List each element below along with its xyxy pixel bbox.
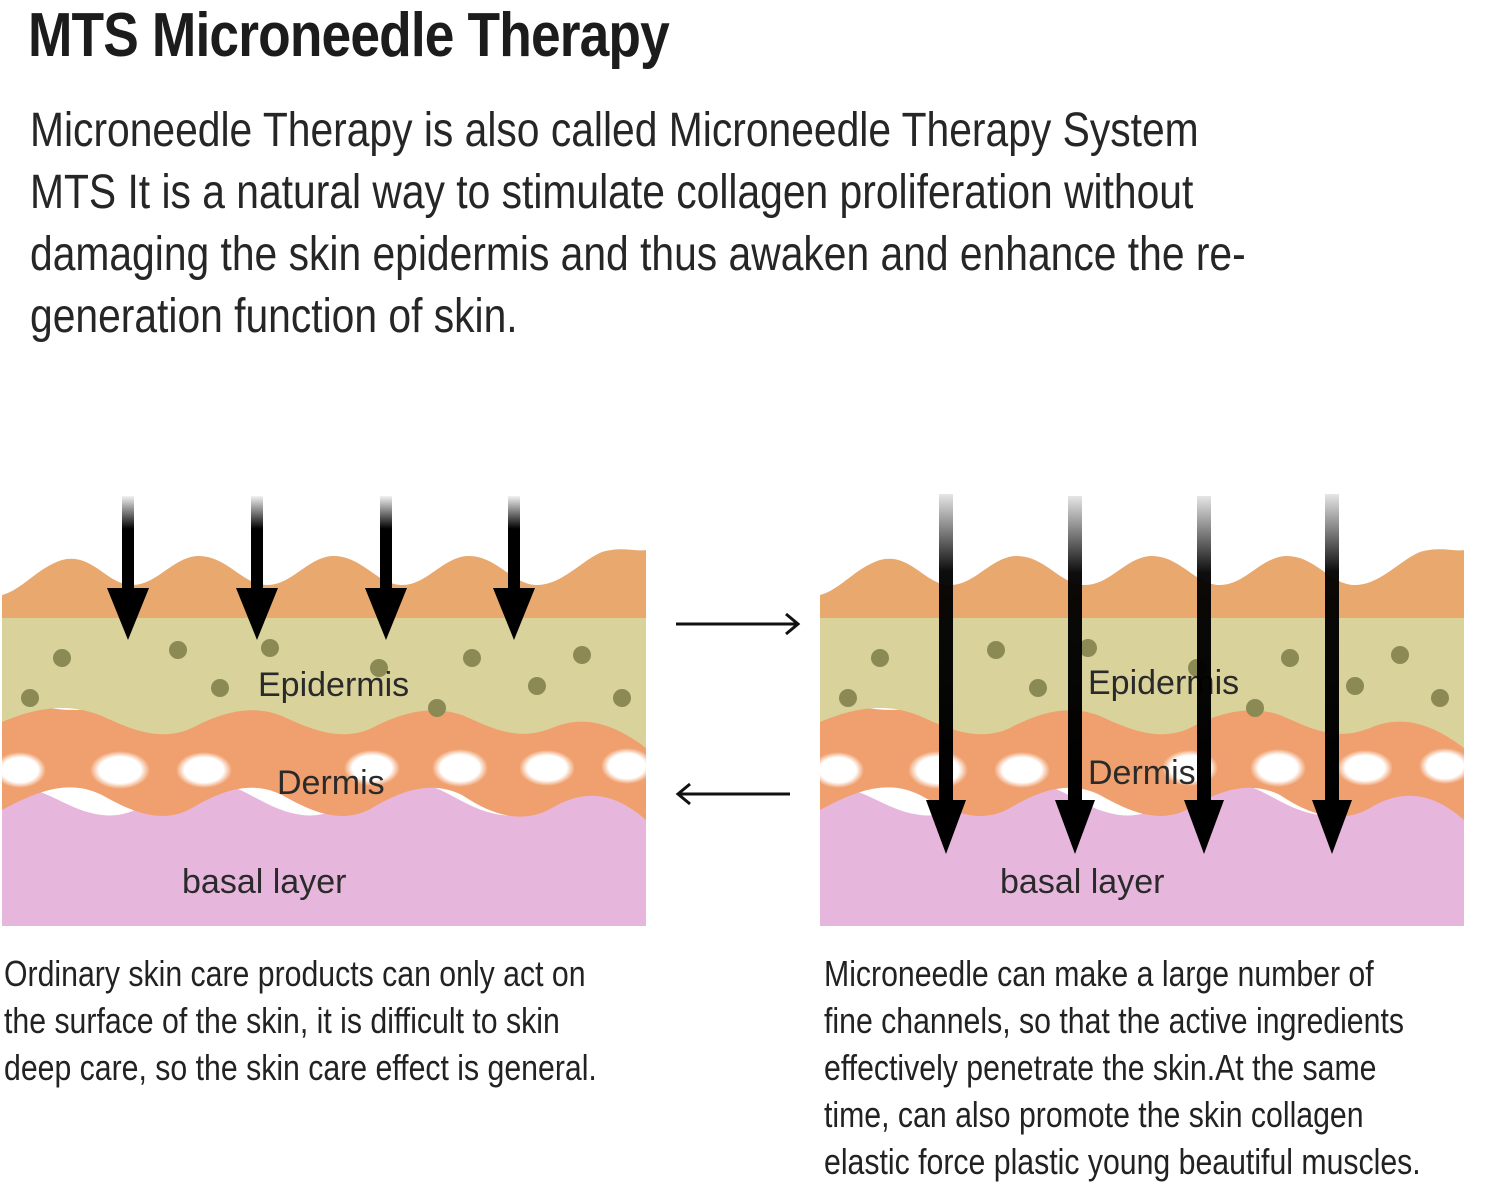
dermis-label: Dermis	[1088, 754, 1196, 792]
surface-layer	[820, 549, 1464, 618]
surface-layer	[2, 549, 646, 618]
arrow-down-icon	[493, 496, 535, 640]
caption-line: the surface of the skin, it is difficult…	[4, 1000, 560, 1041]
microneedle-arrow-icon	[1312, 494, 1352, 854]
caption-line: effectively penetrate the skin.At the sa…	[824, 1047, 1377, 1088]
skin-layers-illustration: Epidermis Dermis basal layer	[820, 494, 1464, 926]
skin-diagram-microneedle: Epidermis Dermis basal layer	[820, 490, 1464, 926]
dermis-pores	[2, 748, 646, 789]
arrow-right-icon	[676, 612, 801, 636]
caption-line: fine channels, so that the active ingred…	[824, 1000, 1404, 1041]
skin-layers-illustration: Epidermis Dermis basal layer	[2, 496, 646, 926]
intro-line: damaging the skin epidermis and thus awa…	[30, 228, 1246, 281]
ordinary-care-caption: Ordinary skin care products can only act…	[4, 950, 804, 1091]
microneedle-caption: Microneedle can make a large number of f…	[824, 950, 1500, 1185]
arrow-down-icon	[236, 496, 278, 640]
caption-line: Ordinary skin care products can only act…	[4, 953, 586, 994]
microneedle-arrows	[926, 494, 1352, 854]
epidermis-particles	[21, 639, 631, 717]
microneedle-arrow-icon	[1055, 496, 1095, 854]
arrow-down-icon	[365, 496, 407, 640]
basal-layer	[2, 781, 646, 926]
epidermis-layer	[820, 615, 1464, 748]
intro-line: MTS It is a natural way to stimulate col…	[30, 166, 1194, 219]
caption-line: time, can also promote the skin collagen	[824, 1094, 1364, 1135]
caption-line: elastic force plastic young beautiful mu…	[824, 1141, 1421, 1182]
caption-line: Microneedle can make a large number of	[824, 953, 1374, 994]
microneedle-arrow-icon	[1184, 496, 1224, 854]
caption-line: deep care, so the skin care effect is ge…	[4, 1047, 597, 1088]
microneedle-arrow-icon	[926, 494, 966, 854]
intro-line: Microneedle Therapy is also called Micro…	[30, 104, 1199, 157]
epidermis-layer	[2, 615, 646, 748]
dermis-label: Dermis	[277, 764, 385, 802]
skin-diagram-ordinary: Epidermis Dermis basal layer	[2, 490, 646, 926]
basal-layer	[820, 781, 1464, 926]
basal-layer-label: basal layer	[1000, 863, 1164, 901]
basal-layer-label: basal layer	[182, 863, 346, 901]
page-title: MTS Microneedle Therapy	[28, 1, 670, 70]
arrow-down-icon	[107, 496, 149, 640]
intro-paragraph: Microneedle Therapy is also called Micro…	[30, 100, 1430, 348]
intro-line: generation function of skin.	[30, 290, 518, 343]
arrow-left-icon	[675, 782, 790, 806]
surface-arrows	[107, 496, 535, 640]
epidermis-label: Epidermis	[1088, 664, 1239, 702]
epidermis-label: Epidermis	[258, 666, 409, 704]
